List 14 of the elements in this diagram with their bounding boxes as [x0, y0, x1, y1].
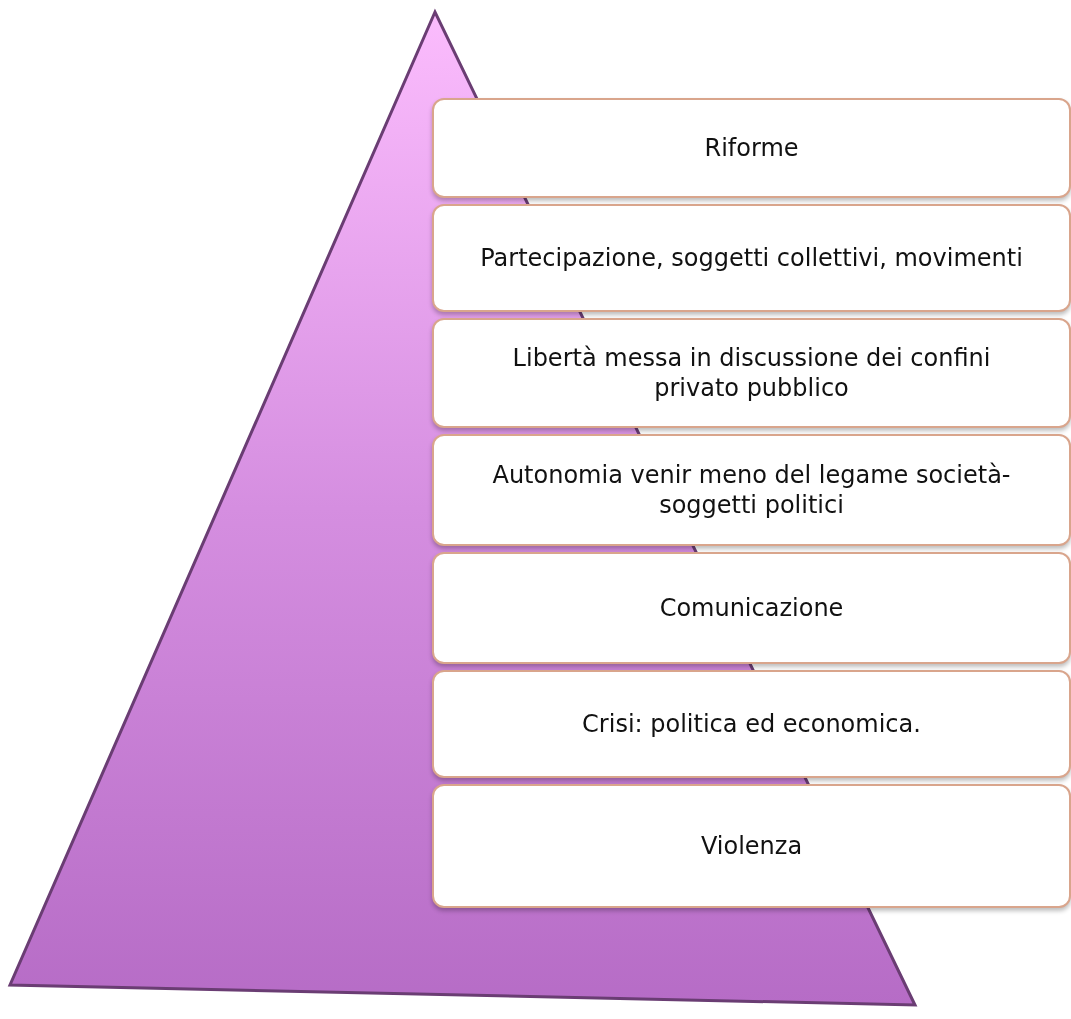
level-box: [432, 784, 1071, 908]
level-label: Libertà messa in discussione dei confini privato pubblico: [511, 343, 992, 403]
level-label: Partecipazione, soggetti collettivi, movimenti: [480, 243, 1023, 273]
level-label: Crisi: politica ed economica.: [582, 709, 921, 739]
level-box: [432, 204, 1071, 312]
level-label: Autonomia venir meno del legame società-soggetti politici: [491, 460, 1012, 520]
level-box: [432, 552, 1071, 664]
level-box: [432, 98, 1071, 198]
level-box: [432, 318, 1071, 428]
level-label: Violenza: [700, 831, 803, 861]
level-label: Riforme: [704, 133, 799, 163]
level-label: Comunicazione: [659, 593, 844, 623]
level-box: [432, 670, 1071, 778]
level-box: [432, 434, 1071, 546]
